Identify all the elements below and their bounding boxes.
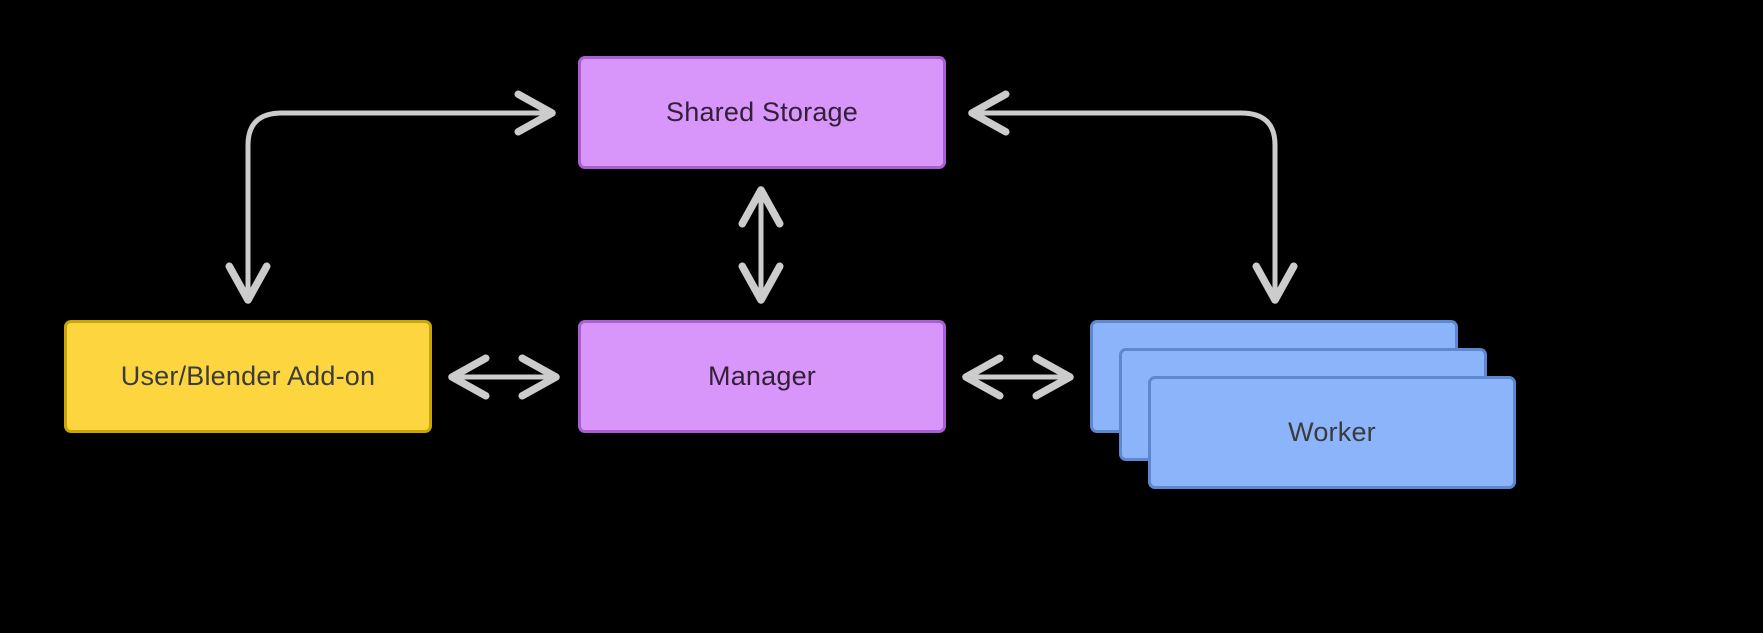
node-shared-storage[interactable]: Shared Storage [578, 56, 946, 169]
node-label-manager: Manager [708, 361, 816, 392]
node-worker[interactable]: Worker [1148, 376, 1516, 489]
node-label-shared-storage: Shared Storage [666, 97, 858, 128]
node-user-blender-addon[interactable]: User/Blender Add-on [64, 320, 432, 433]
node-label-user-blender-addon: User/Blender Add-on [120, 361, 376, 392]
node-manager[interactable]: Manager [578, 320, 946, 433]
node-label-worker: Worker [1288, 417, 1376, 448]
edge-addon-to-storage [225, 90, 556, 304]
edge-worker-to-storage [968, 90, 1298, 304]
